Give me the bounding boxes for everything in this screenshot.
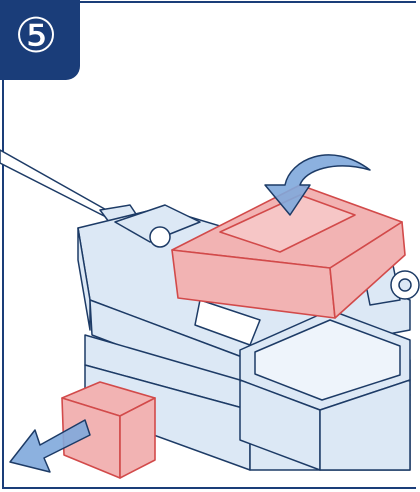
connector-hole bbox=[150, 227, 170, 247]
cable bbox=[0, 150, 112, 220]
step-number: ⑤ bbox=[0, 0, 72, 72]
hinge-pivot-inner bbox=[399, 279, 411, 291]
step-badge: ⑤ bbox=[0, 0, 80, 80]
